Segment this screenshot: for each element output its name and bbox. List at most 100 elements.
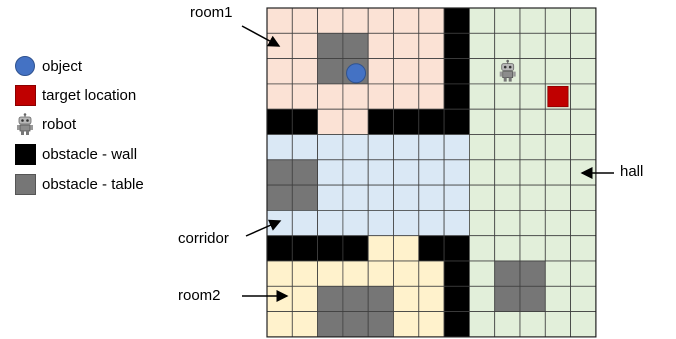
grid-cell-room1	[393, 32, 420, 59]
grid-cell-hall	[519, 159, 546, 186]
grid-cell-room1	[342, 108, 369, 135]
grid-cell-hall	[544, 159, 571, 186]
grid-cell-corridor	[291, 134, 318, 161]
grid-cell-room1	[367, 83, 394, 110]
grid-cell-hall	[494, 134, 521, 161]
grid-cell-corridor	[443, 159, 470, 186]
grid-cell-room2	[291, 260, 318, 287]
grid-cell-room2	[291, 311, 318, 338]
grid-cell-table	[494, 260, 521, 287]
grid-cell-corridor	[367, 209, 394, 237]
region-label-hall: hall	[620, 163, 644, 180]
grid-cell-hall	[519, 58, 546, 85]
grid-cell-hall	[468, 209, 496, 237]
grid-cell-corridor	[342, 134, 369, 161]
grid-cell-corridor	[342, 209, 369, 237]
grid-cell-table	[342, 32, 369, 59]
grid-cell-hall	[544, 184, 571, 211]
grid-cell-room1	[317, 108, 344, 135]
grid-cell-hall	[468, 285, 496, 312]
grid-cell-room1	[317, 83, 344, 110]
grid-cell-corridor	[393, 209, 420, 237]
grid-cell-hall	[544, 209, 571, 237]
grid-cell-hall	[494, 184, 521, 211]
grid-cell-room1	[342, 83, 369, 110]
grid-cell-wall	[443, 235, 470, 262]
grid-cell-room1	[291, 32, 318, 59]
grid-cell-hall	[544, 7, 571, 34]
grid-cell-table	[494, 285, 521, 312]
grid-cell-table	[266, 184, 293, 211]
grid-cell-hall	[570, 260, 597, 287]
grid-cell-corridor	[317, 184, 344, 211]
grid-cell-table	[519, 285, 546, 312]
grid-cell-hall	[544, 32, 571, 59]
grid-cell-wall	[266, 108, 293, 135]
grid-cell-corridor	[418, 209, 445, 237]
grid-cell-hall	[494, 209, 521, 237]
grid-cell-wall	[317, 235, 344, 262]
room1-arrow	[241, 25, 281, 47]
grid-cell-hall	[468, 134, 496, 161]
grid-cell-wall	[393, 108, 420, 135]
grid-cell-wall	[443, 7, 470, 34]
grid-cell-wall	[443, 83, 470, 110]
grid-cell-hall	[494, 311, 521, 338]
grid-cell-corridor	[443, 184, 470, 211]
grid-cell-wall	[342, 235, 369, 262]
grid-cell-table	[291, 184, 318, 211]
grid-cell-wall	[443, 260, 470, 287]
grid-cell-hall	[544, 108, 571, 135]
grid-cell-hall	[544, 58, 571, 85]
grid-cell-table	[342, 311, 369, 338]
grid-cell-wall	[443, 32, 470, 59]
target-location-marker	[547, 86, 569, 108]
grid-cell-room1	[291, 58, 318, 85]
grid-cell-room1	[266, 32, 293, 59]
grid-cell-hall	[468, 184, 496, 211]
grid-cell-corridor	[393, 159, 420, 186]
grid-cell-hall	[468, 58, 496, 85]
grid-cell-room1	[266, 58, 293, 85]
corridor-arrow	[245, 219, 282, 237]
grid-cell-hall	[570, 311, 597, 338]
grid-cell-wall	[443, 108, 470, 135]
grid-cell-corridor	[317, 209, 344, 237]
grid-cell-corridor	[342, 184, 369, 211]
grid-cell-table	[317, 32, 344, 59]
grid-cell-wall	[291, 235, 318, 262]
grid-cell-hall	[544, 311, 571, 338]
region-label-room2: room2	[178, 287, 221, 304]
grid-cell-table	[367, 311, 394, 338]
grid-cell-room2	[367, 260, 394, 287]
grid-cell-corridor	[367, 134, 394, 161]
grid-cell-hall	[570, 7, 597, 34]
grid-cell-room1	[266, 83, 293, 110]
grid-cell-hall	[570, 32, 597, 59]
grid-cell-hall	[544, 260, 571, 287]
grid-cell-hall	[570, 235, 597, 262]
grid-cell-room1	[418, 83, 445, 110]
grid-cell-room1	[393, 7, 420, 34]
grid-cell-hall	[468, 235, 496, 262]
grid-cell-hall	[544, 134, 571, 161]
grid-cell-room2	[367, 235, 394, 262]
grid-cell-corridor	[418, 134, 445, 161]
grid-cell-corridor	[393, 134, 420, 161]
grid-cell-room1	[418, 7, 445, 34]
grid-cell-corridor	[266, 134, 293, 161]
grid-cell-hall	[544, 285, 571, 312]
grid-cell-corridor	[418, 184, 445, 211]
grid-cell-hall	[468, 32, 496, 59]
grid-cell-hall	[519, 83, 546, 110]
grid-cell-hall	[519, 32, 546, 59]
grid-cell-hall	[519, 209, 546, 237]
grid-cell-hall	[570, 209, 597, 237]
grid-cell-room1	[418, 58, 445, 85]
grid-cell-corridor	[393, 184, 420, 211]
grid-cell-room1	[367, 32, 394, 59]
grid-cell-hall	[494, 83, 521, 110]
grid-cell-hall	[468, 260, 496, 287]
grid-cell-hall	[544, 235, 571, 262]
grid-cell-hall	[570, 83, 597, 110]
